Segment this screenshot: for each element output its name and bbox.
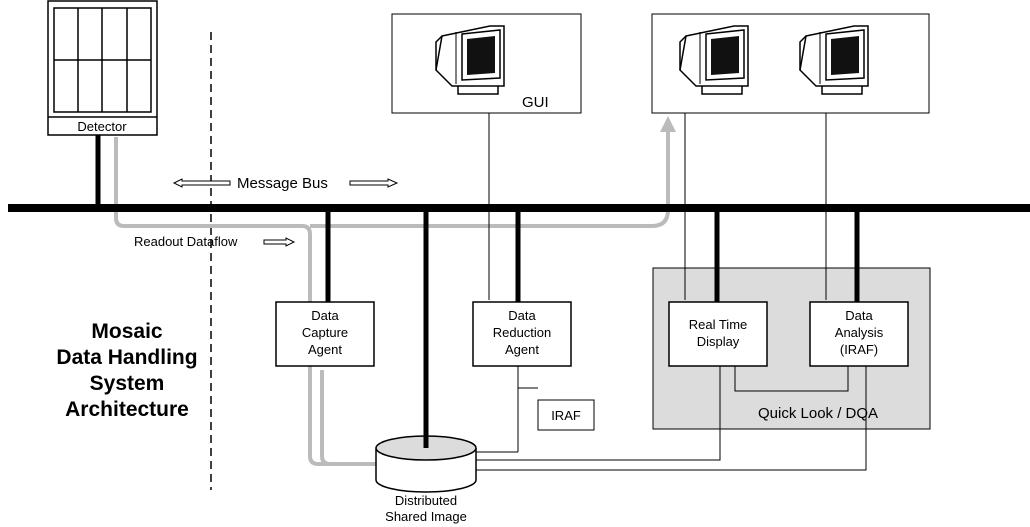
svg-text:IRAF: IRAF <box>551 408 581 423</box>
real-time-display-box: Real Time Display <box>668 301 768 367</box>
detector-label: Detector <box>77 119 127 134</box>
svg-text:Shared Image: Shared Image <box>385 509 467 524</box>
svg-text:Data: Data <box>508 308 536 323</box>
readout-dataflow-label: Readout Dataflow <box>134 234 238 249</box>
svg-text:Analysis: Analysis <box>835 325 884 340</box>
diagram-title: Mosaic Data Handling System Architecture <box>56 320 197 421</box>
svg-text:Capture: Capture <box>302 325 348 340</box>
readout-dataflow-path <box>114 137 378 466</box>
dataflow-arrowhead <box>660 116 676 132</box>
message-bus-label-group: Message Bus <box>172 175 399 192</box>
svg-text:(IRAF): (IRAF) <box>840 342 878 357</box>
svg-text:System: System <box>90 372 165 395</box>
svg-text:Agent: Agent <box>308 342 342 357</box>
data-analysis-box: Data Analysis (IRAF) <box>809 301 909 367</box>
svg-text:Data Handling: Data Handling <box>56 346 197 369</box>
data-reduction-agent-box: Data Reduction Agent <box>472 301 572 367</box>
iraf-box: IRAF <box>537 399 595 431</box>
message-bus-label: Message Bus <box>237 175 328 192</box>
shared-image-disk: Distributed Shared Image <box>375 435 477 524</box>
data-capture-agent-box: Data Capture Agent <box>275 301 375 367</box>
svg-text:Display: Display <box>697 334 740 349</box>
svg-text:Real Time: Real Time <box>689 317 748 332</box>
svg-text:Mosaic: Mosaic <box>91 320 163 343</box>
thin-connectors <box>476 113 867 471</box>
svg-text:Architecture: Architecture <box>65 398 189 421</box>
svg-text:Data: Data <box>311 308 339 323</box>
svg-text:Distributed: Distributed <box>395 493 457 508</box>
quick-look-label: Quick Look / DQA <box>758 405 878 422</box>
svg-text:Reduction: Reduction <box>493 325 552 340</box>
svg-text:Agent: Agent <box>505 342 539 357</box>
gui-label: GUI <box>522 94 549 111</box>
readout-dataflow-label-group: Readout Dataflow <box>134 234 296 249</box>
gui-box: GUI <box>391 13 582 114</box>
detector: Detector <box>47 0 158 136</box>
display-monitors-box <box>651 13 930 114</box>
svg-text:Data: Data <box>845 308 873 323</box>
